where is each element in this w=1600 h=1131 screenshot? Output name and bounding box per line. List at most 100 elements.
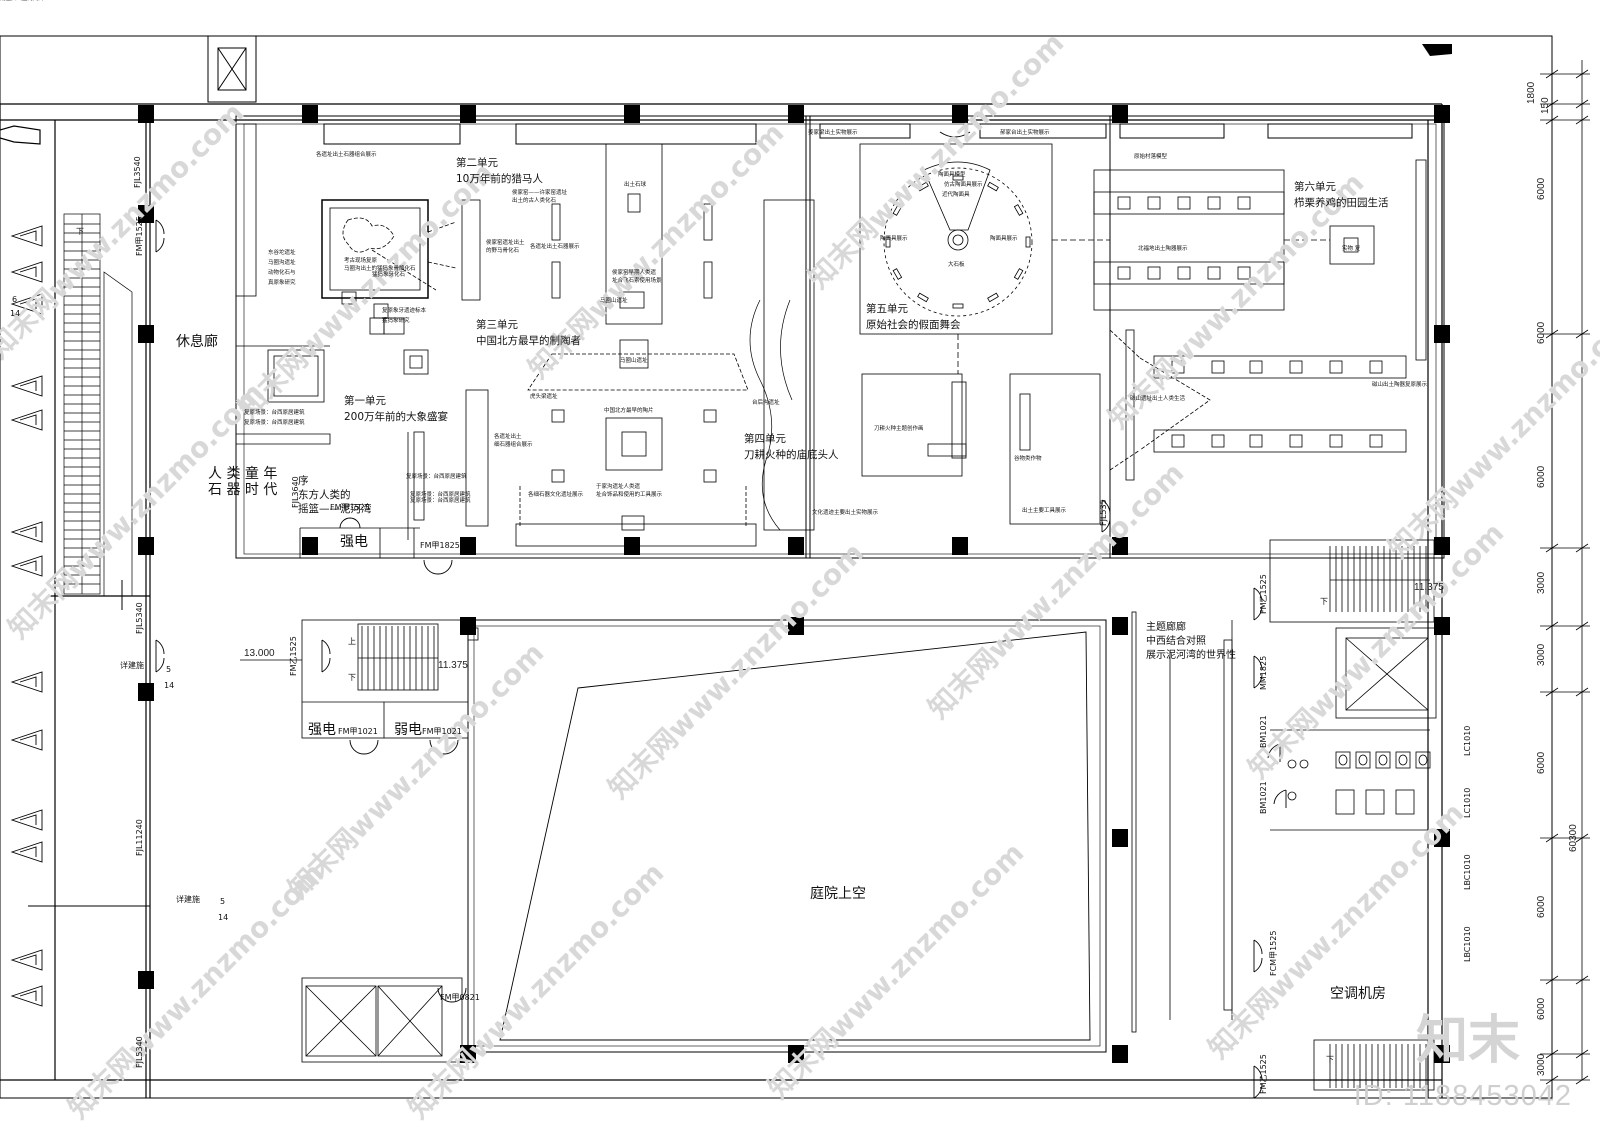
stair-down-mark: 下: [1326, 1055, 1334, 1064]
column: [138, 105, 154, 123]
window-tag: LC1010: [1463, 788, 1472, 818]
exhibition-hall: [235, 115, 1445, 559]
right-dim: 3000: [1536, 571, 1547, 594]
ac-room-label: 空调机房: [1330, 986, 1386, 1002]
exhibit-note: 郝家台出土实物展示: [1000, 128, 1050, 136]
facade-triangle: [10, 521, 43, 543]
unit5-title: 第五单元: [866, 302, 908, 315]
exhibit-note: 复原场景：台西原居建筑: [244, 408, 305, 416]
exhibit-note: 址合饰品和使用的工具展示: [596, 490, 663, 498]
door-tag: BM1021: [1259, 781, 1268, 814]
level-mark: 13.000: [244, 648, 275, 659]
axis-lines: [28, 580, 150, 907]
unit1-subtitle: 200万年前的大象盛宴: [344, 410, 448, 423]
detail-ref-label: 详建施: [120, 660, 144, 670]
exhibit-note: 刀耕火种主题创作画: [874, 424, 924, 432]
stair-down-mark: 下: [348, 673, 356, 682]
right-dim: 6000: [1536, 321, 1547, 344]
rest-corridor-label: 休息廊: [176, 333, 218, 350]
door-tag: FM乙1525: [1259, 1054, 1268, 1094]
electric-strong-label-2: 强电: [308, 722, 336, 738]
right-dimension-line: [1540, 60, 1590, 1085]
exhibit-note: 虎头梁遗址: [530, 392, 558, 400]
door-swing: [1267, 743, 1281, 762]
unit5-subtitle: 原始社会的假面舞会: [866, 318, 961, 331]
column: [788, 105, 804, 123]
right-dim: 3000: [1536, 643, 1547, 666]
facade-triangle: [10, 841, 43, 863]
column: [302, 105, 318, 123]
exhibit-note: 近代陶面具: [942, 190, 970, 198]
facade-triangle: [10, 261, 43, 283]
door-swing: [155, 219, 165, 253]
detail-ref-num: 5: [220, 897, 225, 906]
exhibit-note: 复原象牙遗迹标本: [382, 306, 427, 314]
door-swings: [155, 219, 1287, 1099]
exhibit-note: 仿古陶面具展示: [944, 180, 983, 188]
unit6-title: 第六单元: [1294, 180, 1336, 193]
theme-corridor: [1131, 611, 1233, 1033]
service-core-left: [240, 619, 479, 1063]
courtyard: [467, 619, 1107, 1053]
exhibit-note: 真原象研究: [268, 278, 296, 286]
stair-down-mark: 下: [76, 227, 84, 236]
exhibit-note: 动物化石与: [268, 268, 296, 276]
exhibit-note: 猛犸象研究: [382, 316, 410, 324]
watermark: 知末网www.znzmo.com: [922, 456, 1191, 725]
facade-triangle: [10, 985, 43, 1007]
exhibit-note: 北福地出土陶器展示: [1138, 244, 1188, 252]
facade-triangle: [10, 375, 43, 397]
exhibit-note: 复原场景：台西原居建筑: [410, 496, 471, 504]
exhibit-note: 大石板: [948, 260, 965, 268]
unit2-unit3-area: [461, 143, 815, 547]
door-swing: [1101, 499, 1111, 533]
theme-corridor-line1: 主题廊廊: [1146, 620, 1186, 633]
exhibit-note: 出土的古人类化石: [512, 196, 557, 204]
detail-ref-label: 详建施: [176, 894, 200, 904]
column: [460, 105, 476, 123]
column: [460, 1045, 476, 1063]
toilet-fixture: [1335, 789, 1355, 815]
door-swing: [339, 517, 361, 529]
exhibit-note: 实物 复: [1342, 244, 1361, 252]
toilet-fixture: [1375, 751, 1391, 769]
watermark: 知末网www.znzmo.com: [762, 836, 1031, 1105]
exhibit-note: 侯家窑遗址出土: [486, 238, 525, 246]
unit3-subtitle: 中国北方最早的制陶者: [476, 334, 581, 347]
watermark: 知末网www.znzmo.com: [0, 96, 250, 365]
edge-ref-num: 6: [12, 295, 17, 304]
exhibit-note: 陶面具展示: [990, 234, 1018, 242]
exhibit-note: 复原场景：台西原居建筑: [410, 490, 471, 498]
exhibit-note: 台后沟遗址: [752, 398, 780, 406]
theme-corridor-line2: 中西结合对照: [1146, 634, 1206, 647]
column: [624, 105, 640, 123]
courtyard-label: 庭院上空: [810, 885, 866, 902]
door-tag: BM1021: [1259, 715, 1268, 748]
structural-columns: [138, 105, 1450, 1063]
theme-corridor-line3: 展示泥河湾的世界性: [1146, 648, 1236, 661]
exhibit-note: 马圈沟出土的猛犸象骨骼化石: [344, 264, 416, 272]
right-dim: 6000: [1536, 465, 1547, 488]
door-tag: FM甲1525: [135, 216, 144, 256]
brand-id: ID: 1188453042: [1353, 1080, 1572, 1112]
exhibit-note: 文化遗迹主要出土实物展示: [812, 508, 879, 516]
unit5-area: [859, 143, 1110, 525]
column: [952, 105, 968, 123]
door-tag: MM1825: [1259, 656, 1268, 690]
exhibit-note: 磁山遗址出土人类生活: [1130, 394, 1186, 402]
column: [1434, 1045, 1450, 1063]
column: [952, 537, 968, 555]
detail-ref-sub: 14: [164, 681, 174, 690]
electric-weak-label: 弱电: [394, 722, 422, 738]
door-tag: FM甲0821: [440, 993, 480, 1002]
exhibit-note: 谷物类作物: [1014, 454, 1042, 462]
axis-label: FJL11240: [135, 819, 144, 856]
facade-triangle: [10, 293, 43, 315]
axis-label: FJL535: [1099, 499, 1108, 526]
unit4-subtitle: 刀耕火种的庙底头人: [744, 448, 839, 461]
window-tag: LC1010: [1463, 726, 1472, 756]
exhibit-note: 各遗址出土: [494, 432, 522, 440]
column: [788, 537, 804, 555]
door-tag: FM甲1021: [338, 727, 378, 736]
